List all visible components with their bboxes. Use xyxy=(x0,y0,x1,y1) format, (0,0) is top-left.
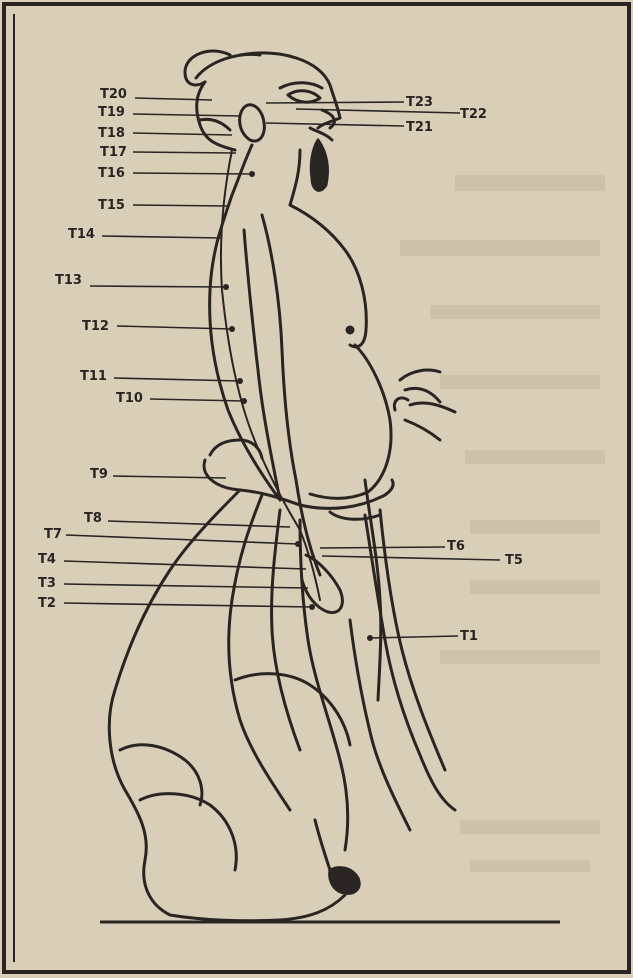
label-T2: T2 xyxy=(38,596,56,611)
label-T1: T1 xyxy=(460,629,478,644)
label-T19: T19 xyxy=(98,105,125,120)
label-T20: T20 xyxy=(100,87,127,102)
label-T3: T3 xyxy=(38,576,56,591)
label-T6: T6 xyxy=(447,539,465,554)
label-T23: T23 xyxy=(406,95,433,110)
label-T4: T4 xyxy=(38,552,56,567)
label-T16: T16 xyxy=(98,166,125,181)
label-T11: T11 xyxy=(80,369,107,384)
label-T18: T18 xyxy=(98,126,125,141)
monk-figure-drawing xyxy=(109,51,455,921)
label-T17: T17 xyxy=(100,145,127,160)
label-T7: T7 xyxy=(44,527,62,542)
label-T21: T21 xyxy=(406,120,433,135)
label-T12: T12 xyxy=(82,319,109,334)
label-T9: T9 xyxy=(90,467,108,482)
point-labels: T20 T19 T18 T17 T16 T15 T14 T13 T12 T11 … xyxy=(38,87,523,644)
bleed-through-marks xyxy=(400,175,605,872)
label-T22: T22 xyxy=(460,107,487,122)
label-T15: T15 xyxy=(98,198,125,213)
label-T14: T14 xyxy=(68,227,95,242)
label-T10: T10 xyxy=(116,391,143,406)
label-T5: T5 xyxy=(505,553,523,568)
label-T8: T8 xyxy=(84,511,102,526)
label-T13: T13 xyxy=(55,273,82,288)
